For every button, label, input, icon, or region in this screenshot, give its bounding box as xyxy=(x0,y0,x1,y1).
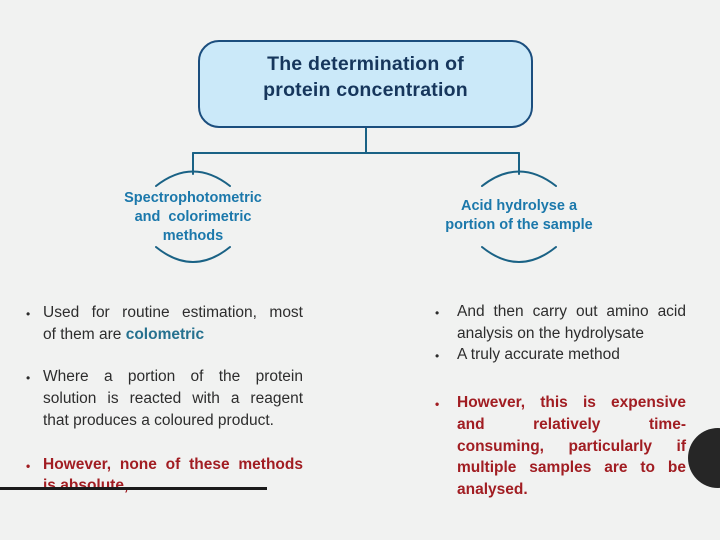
right-bullet-column: • And then carry out amino acid analysis… xyxy=(435,301,686,501)
node-right-line1: Acid hydrolyse a xyxy=(460,198,578,214)
bullet-marker: • xyxy=(26,307,31,321)
edge-circle-decoration xyxy=(688,428,720,488)
bullet-however-none: • However, none of these methods is abso… xyxy=(26,454,303,497)
bullet-marker: • xyxy=(435,349,440,364)
bullet-line: analysis on the hydrolysate xyxy=(457,324,644,342)
bullet-line: And then carry out amino acid xyxy=(457,303,686,320)
bullet-marker: • xyxy=(26,371,31,386)
bullet-truly-accurate: • A truly accurate method xyxy=(435,344,686,368)
node-left-line2: and colorimetric xyxy=(134,209,252,225)
bullet-used-for-routine: • Used for routine estimation, most of t… xyxy=(26,302,303,345)
bullet-line: and relatively time- xyxy=(457,415,686,433)
node-left-line3: methods xyxy=(162,228,224,244)
bullet-line: Used for routine estimation, most xyxy=(43,304,303,321)
highlight-colometric: colometric xyxy=(125,325,205,343)
branch-node-acid-hydrolyse: Acid hydrolyse a portion of the sample xyxy=(409,197,629,235)
bullet-line: of them are colometric xyxy=(43,324,303,346)
node-right-line2: portion of the sample xyxy=(445,217,593,233)
bullet-line: However, none of these methods xyxy=(43,455,303,473)
bullet-and-then-carry: • And then carry out amino acid analysis… xyxy=(435,301,686,344)
bullet-text: However, none of these methods is absolu… xyxy=(43,454,303,497)
bullet-line: A truly accurate method xyxy=(457,346,620,364)
branch-node-spectrophotometric: Spectrophotometric and colorimetric meth… xyxy=(103,189,283,246)
bullet-line-prefix: of them are xyxy=(43,325,126,343)
bullet-marker: • xyxy=(26,458,31,473)
left-node-bottom-arc xyxy=(155,246,231,263)
bullet-however-expensive: • However, this is expensive and relativ… xyxy=(435,392,686,501)
bullet-text: Where a portion of the protein solution … xyxy=(43,366,303,431)
node-left-line1: Spectrophotometric xyxy=(124,190,262,206)
bullet-line: that produces a coloured product. xyxy=(43,411,274,429)
bullet-text: However, this is expensive and relativel… xyxy=(457,392,686,501)
bullet-text: And then carry out amino acid analysis o… xyxy=(457,301,686,344)
right-node-top-arc xyxy=(481,170,557,187)
bullet-line: However, this is expensive xyxy=(457,394,686,412)
title-box xyxy=(198,40,533,128)
left-bullet-column: • Used for routine estimation, most of t… xyxy=(26,302,303,497)
slide-title: The determination of protein concentrati… xyxy=(198,52,533,103)
bullet-marker: • xyxy=(435,306,440,320)
bullet-where-a-portion: • Where a portion of the protein solutio… xyxy=(26,366,303,431)
bullet-text: A truly accurate method xyxy=(457,344,686,366)
strikethrough-line xyxy=(0,487,267,490)
bullet-line: consuming, particularly if xyxy=(457,437,686,455)
bullet-marker: • xyxy=(435,397,440,412)
slide-title-line1: The determination of xyxy=(267,53,464,75)
right-node-bottom-arc xyxy=(481,246,557,263)
bullet-line: Where a portion of the protein xyxy=(43,368,303,386)
slide-title-line2: protein concentration xyxy=(263,78,468,101)
left-node-top-arc xyxy=(155,170,231,187)
bullet-line: multiple samples are to be xyxy=(457,459,686,477)
bullet-line: solution is reacted with a reagent xyxy=(43,390,303,408)
bullet-line: analysed. xyxy=(457,480,528,498)
bullet-text: Used for routine estimation, most of the… xyxy=(43,302,303,345)
